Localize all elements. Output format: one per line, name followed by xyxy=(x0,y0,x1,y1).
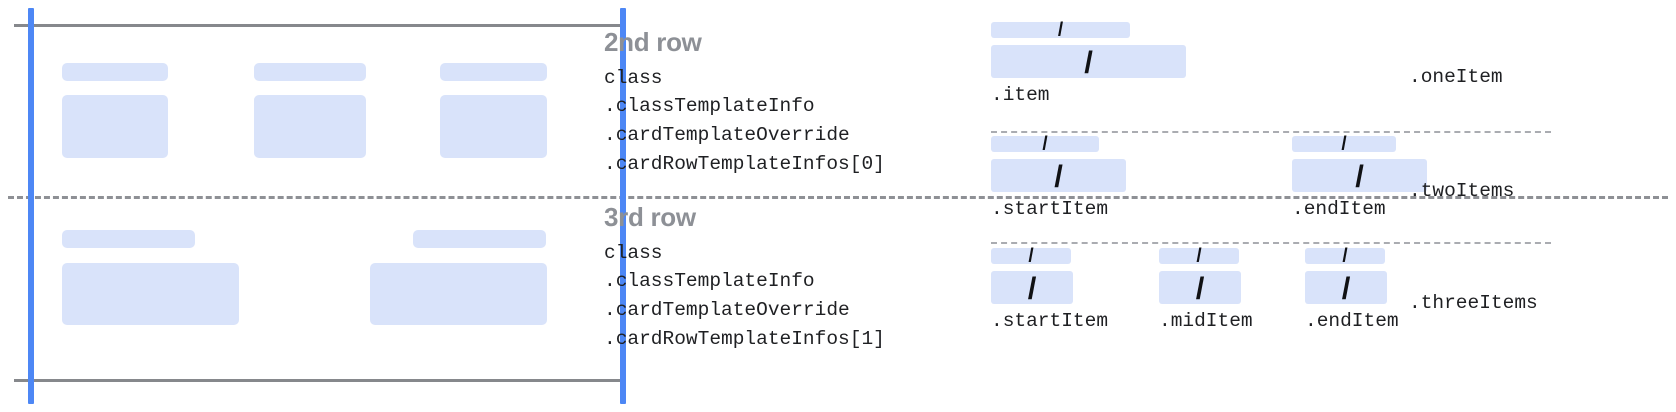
slot-body-placeholder: / xyxy=(991,45,1186,78)
card-left-guide-line xyxy=(28,8,34,404)
slot-label: .endItem xyxy=(1305,310,1399,332)
slot-label: .item xyxy=(991,84,1050,106)
slot3-threeItems: / / .endItem xyxy=(1305,245,1399,333)
row2-code-line-3: .cardTemplateOverride xyxy=(604,124,850,147)
row3-code-line-4: .cardRowTemplateInfos[1] xyxy=(604,328,885,351)
slot-body-placeholder: / xyxy=(991,159,1126,192)
row2-placeholder-1 xyxy=(62,63,168,81)
card-bottom-boundary-line xyxy=(14,379,624,382)
row-divider-dashed-line xyxy=(8,196,1668,199)
row2-placeholder-5 xyxy=(440,63,547,81)
row2-placeholder-2 xyxy=(62,95,168,158)
row2-placeholder-6 xyxy=(440,95,547,158)
slot-body-placeholder: / xyxy=(991,271,1073,304)
slash-icon: / xyxy=(1196,245,1202,267)
row2-code-line-2: .classTemplateInfo xyxy=(604,95,815,118)
slot2-threeItems: / / .midItem xyxy=(1159,245,1253,333)
row2-placeholder-4 xyxy=(254,95,366,158)
row2-description: 2nd row class .classTemplateInfo .cardTe… xyxy=(604,28,944,179)
slot-title-placeholder: / xyxy=(991,245,1071,267)
slot2-twoItems: / / .endItem xyxy=(1292,133,1427,221)
slash-icon: / xyxy=(1042,133,1048,155)
row3-code-line-3: .cardTemplateOverride xyxy=(604,299,850,322)
row3-code-line-2: .classTemplateInfo xyxy=(604,270,815,293)
row3-placeholder-3 xyxy=(413,230,546,248)
slash-icon: / xyxy=(1057,19,1064,41)
row3-description: 3rd row class .classTemplateInfo .cardTe… xyxy=(604,203,944,354)
slash-icon: / xyxy=(1028,245,1034,267)
slot1-oneItem: / / .item xyxy=(991,19,1186,107)
slot-body-placeholder: / xyxy=(1305,271,1387,304)
slot-title-placeholder: / xyxy=(991,133,1099,155)
slot-label: .midItem xyxy=(1159,310,1253,332)
slot-body-placeholder: / xyxy=(1159,271,1241,304)
variant-label-one-item: .oneItem xyxy=(1409,66,1503,88)
variant-separator-1 xyxy=(991,131,1551,133)
row2-code-line-4: .cardRowTemplateInfos[0] xyxy=(604,153,885,176)
row2-placeholder-3 xyxy=(254,63,366,81)
slash-icon: / xyxy=(1355,158,1364,193)
slash-icon: / xyxy=(1342,245,1348,267)
card-top-boundary-line xyxy=(14,24,624,27)
slot1-threeItems: / / .startItem xyxy=(991,245,1109,333)
slot-title-placeholder: / xyxy=(1292,133,1396,155)
row3-placeholder-1 xyxy=(62,230,195,248)
slash-icon: / xyxy=(1341,133,1347,155)
slash-icon: / xyxy=(1027,270,1037,305)
slot-label: .endItem xyxy=(1292,198,1386,220)
card-preview-diagram xyxy=(0,0,624,412)
variant-one-item: / / .item xyxy=(985,19,1676,132)
row3-title: 3rd row xyxy=(604,202,696,232)
slot-label: .startItem xyxy=(991,198,1109,220)
item-variants-diagram: / / .item / / .startItem / / .endItem / / .startI… xyxy=(985,0,1676,412)
row3-code-line-1: class xyxy=(604,241,663,264)
slot-label: .startItem xyxy=(991,310,1109,332)
slash-icon: / xyxy=(1341,270,1351,305)
slash-icon: / xyxy=(1084,44,1093,79)
slot-title-placeholder: / xyxy=(1159,245,1239,267)
card-right-guide-line xyxy=(620,8,626,404)
variant-three-items: / / .startItem / / .midItem / / .endItem xyxy=(985,245,1676,363)
row3-placeholder-4 xyxy=(370,263,547,325)
row2-code-line-1: class xyxy=(604,66,663,89)
slash-icon: / xyxy=(1195,270,1205,305)
slash-icon: / xyxy=(1054,158,1063,193)
variant-label-three-items: .threeItems xyxy=(1409,292,1538,314)
variant-separator-2 xyxy=(991,242,1551,244)
row2-title: 2nd row xyxy=(604,27,702,57)
slot-title-placeholder: / xyxy=(1305,245,1385,267)
row3-placeholder-2 xyxy=(62,263,239,325)
variant-label-two-items: .twoItems xyxy=(1409,180,1515,202)
slot-body-placeholder: / xyxy=(1292,159,1427,192)
slot-title-placeholder: / xyxy=(991,19,1130,41)
variant-two-items: / / .startItem / / .endItem xyxy=(985,133,1676,246)
slot1-twoItems: / / .startItem xyxy=(991,133,1126,221)
